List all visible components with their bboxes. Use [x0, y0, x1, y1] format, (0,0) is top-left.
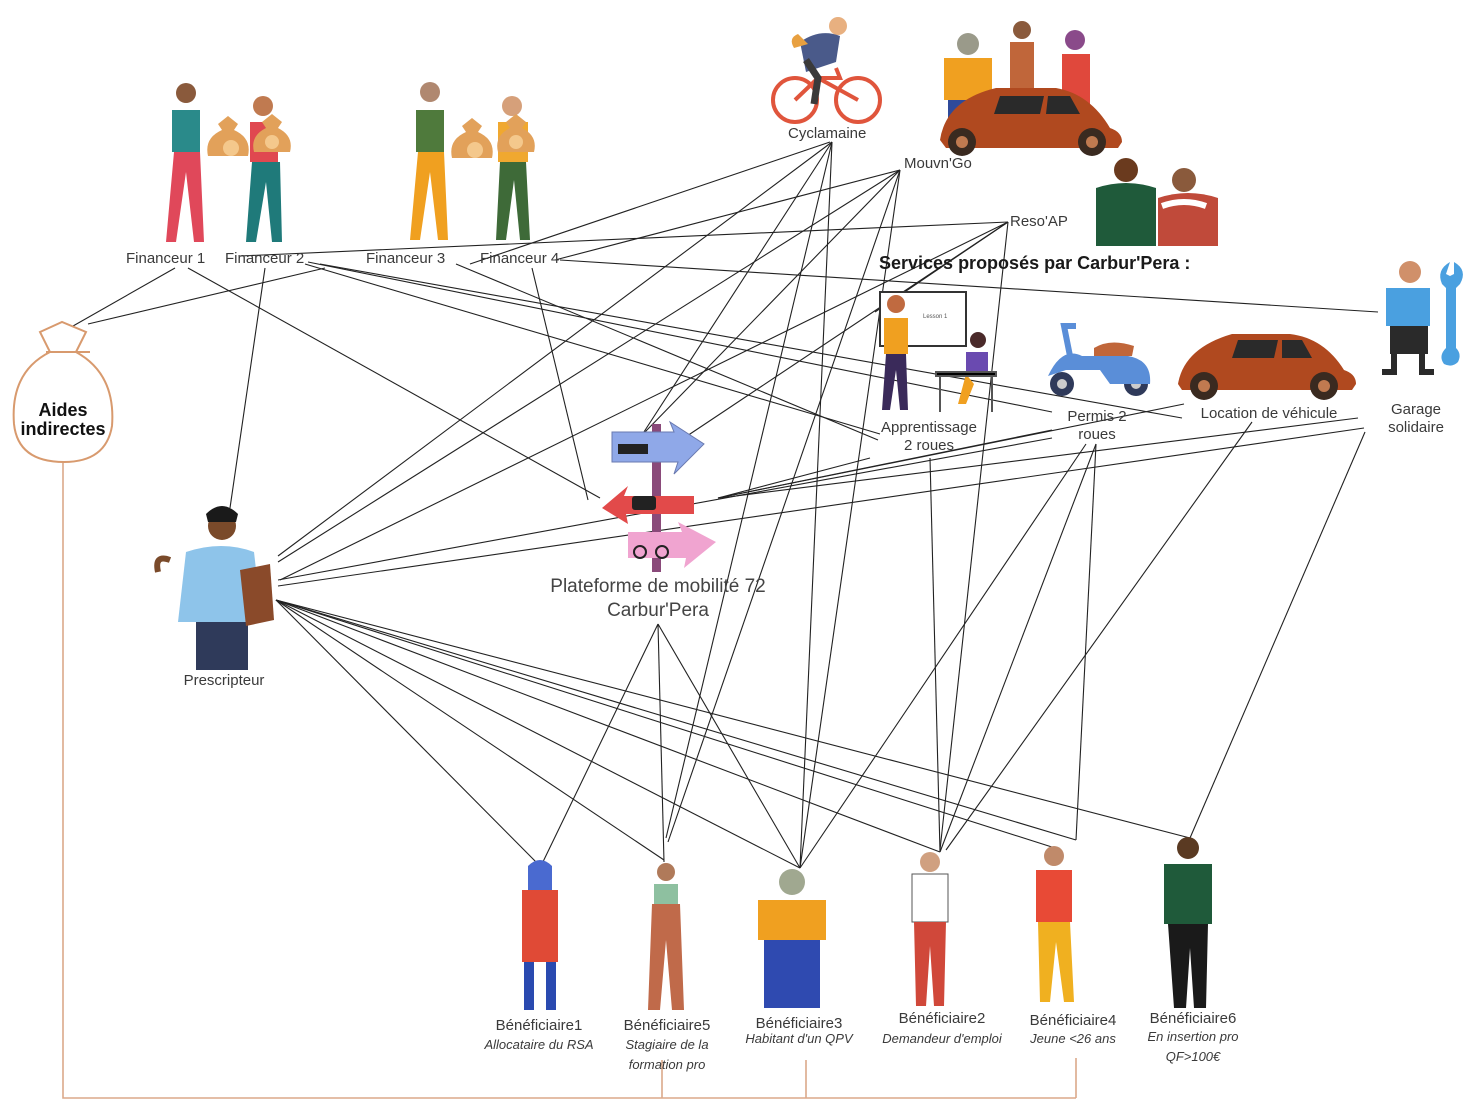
connector-line [657, 623, 665, 863]
beneficiary-figure-3 [758, 869, 826, 1008]
financer-figures-1-2 [166, 83, 291, 242]
scooter-icon [1048, 323, 1151, 396]
beneficiary-1-name: Bénéficiaire1 [495, 1017, 583, 1034]
connector-line [87, 267, 326, 325]
beneficiary-figure-1 [522, 860, 558, 1010]
mouvngo-label: Mouvn'Go [904, 155, 972, 172]
connector-line [304, 263, 881, 435]
connector-line [799, 443, 1087, 869]
beneficiary-2-name: Bénéficiaire2 [898, 1010, 986, 1027]
service-garage-label: Garage solidaire [1388, 401, 1444, 436]
mouvngo-group [940, 21, 1122, 156]
connector-line [667, 169, 901, 843]
financer-4-label: Financeur 4 [480, 250, 560, 267]
connector-line [277, 427, 1365, 587]
connector-line [319, 263, 1183, 419]
beneficiary-1-desc: Allocataire du RSA [484, 1037, 594, 1052]
cyclist-icon [771, 17, 882, 124]
prescripteur-label: Prescripteur [183, 672, 265, 689]
connector-line [539, 623, 659, 869]
beneficiary-figure-5 [648, 863, 684, 1010]
connector-line [939, 443, 1097, 853]
connector-line [307, 261, 1053, 413]
connector-line [279, 221, 1009, 581]
connector-line [187, 267, 601, 499]
connector-line [939, 221, 1009, 851]
beneficiary-2-desc: Demandeur d'emploi [882, 1031, 1002, 1046]
svg-text:Lesson 1: Lesson 1 [923, 314, 948, 320]
connector-line [275, 599, 1056, 849]
connector-line [275, 599, 801, 869]
connector-line [717, 457, 871, 499]
connector-line [554, 169, 901, 261]
connector-line [717, 403, 1185, 499]
connector-line [644, 169, 901, 433]
classroom-icon: Lesson 1 [879, 291, 997, 412]
connector-line [275, 599, 665, 861]
car-icon [940, 88, 1122, 156]
prescripteur-figure [154, 506, 274, 670]
beneficiary-4-desc: Jeune <26 ans [1030, 1031, 1116, 1046]
financer-figures-3-4 [410, 82, 535, 240]
beneficiary-3-desc: Habitant d'un QPV [745, 1031, 853, 1046]
connector-line [277, 141, 833, 557]
connector-line [275, 599, 941, 853]
wrench-icon [1440, 262, 1463, 366]
beneficiary-6-desc: En insertion pro QF>100€ [1147, 1029, 1239, 1064]
platform-label: Plateforme de mobilité 72 Carbur'Pera [550, 576, 766, 621]
money-bag-icon [253, 114, 291, 152]
connector-line [275, 599, 1191, 839]
connector-line [469, 141, 831, 265]
cyclamaine-label: Cyclamaine [788, 125, 867, 142]
signpost-icon [602, 420, 716, 572]
financer-1-label: Financeur 1 [126, 250, 206, 267]
connector-line [277, 169, 901, 563]
connector-line [275, 599, 541, 867]
beneficiary-4-name: Bénéficiaire4 [1029, 1012, 1117, 1029]
resoap-label: Reso'AP [1010, 213, 1068, 230]
connector-line [799, 141, 833, 869]
financer-2-label: Financeur 2 [225, 250, 305, 267]
beneficiary-3-name: Bénéficiaire3 [755, 1015, 843, 1032]
connector-line [657, 623, 801, 869]
connector-line [559, 259, 1379, 313]
connector-line [1075, 443, 1097, 841]
financer-3-label: Financeur 3 [366, 250, 446, 267]
connector-line [455, 263, 879, 441]
connector-line [945, 421, 1253, 851]
money-bag-icon [12, 320, 114, 464]
beneficiary-figure-2 [911, 852, 949, 1006]
beneficiary-6-name: Bénéficiaire6 [1149, 1010, 1237, 1027]
service-apprentissage-label: Apprentissage 2 roues [881, 419, 977, 454]
money-bag-icon [207, 116, 249, 156]
service-location-label: Location de véhicule [1200, 405, 1338, 422]
car-icon [1178, 334, 1356, 400]
connector-line [65, 267, 176, 331]
connector-line [1189, 431, 1366, 839]
connector-line [929, 457, 941, 853]
resoap-pair [1096, 158, 1218, 246]
services-heading: Services proposés par Carbur'Pera : [879, 253, 1191, 273]
beneficiary-figure-6 [1164, 837, 1212, 1008]
connector-line [719, 417, 1359, 499]
beneficiary-5-desc: Stagiaire de la formation pro [625, 1037, 709, 1072]
beneficiary-figure-4 [1036, 846, 1074, 1002]
beneficiary-5-name: Bénéficiaire5 [623, 1017, 711, 1034]
connector-line [639, 141, 833, 439]
service-permis-label: Permis 2 roues [1067, 408, 1127, 443]
money-bag-icon [497, 114, 535, 152]
connector-line [275, 599, 1077, 841]
mechanic-icon [1382, 261, 1463, 375]
connector-line [799, 169, 901, 869]
aides-indirectes-label: Aides indirectes [20, 400, 106, 439]
money-bag-icon [451, 118, 493, 158]
